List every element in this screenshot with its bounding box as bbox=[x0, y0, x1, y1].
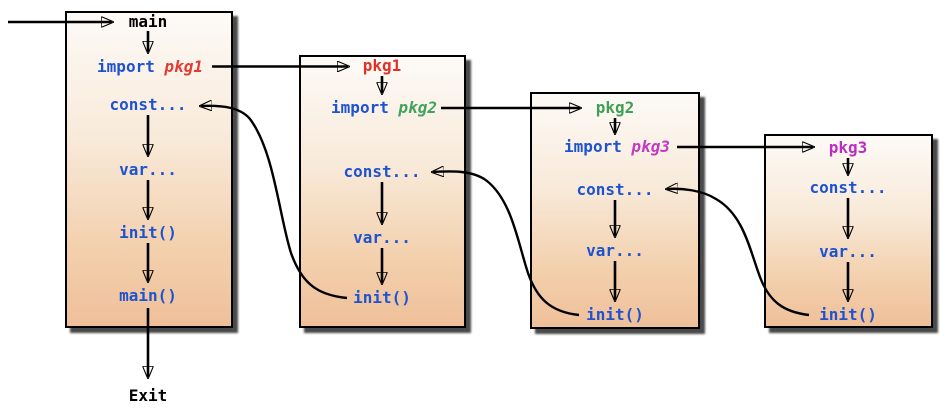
imported-pkg-name: pkg3 bbox=[631, 137, 670, 156]
init-label-pkg2: init() bbox=[586, 305, 644, 324]
package-box-pkg2 bbox=[530, 92, 700, 329]
imported-pkg-name: pkg2 bbox=[398, 98, 437, 117]
const-label-pkg3: const... bbox=[809, 178, 887, 197]
init-label-main: init() bbox=[119, 223, 177, 242]
import-statement-pkg2: import pkg3 bbox=[564, 139, 670, 155]
import-keyword: import bbox=[564, 137, 622, 156]
imported-pkg-name: pkg1 bbox=[164, 57, 203, 76]
box-title-main: main bbox=[128, 12, 168, 31]
const-label-pkg2: const... bbox=[576, 180, 654, 199]
var-label-pkg2: var... bbox=[586, 241, 644, 260]
box-title-pkg2: pkg2 bbox=[595, 98, 635, 117]
package-box-pkg3 bbox=[764, 134, 933, 328]
const-label-main: const... bbox=[109, 95, 187, 114]
init-label-pkg3: init() bbox=[819, 305, 877, 324]
init-label-pkg1: init() bbox=[353, 288, 411, 307]
import-keyword: import bbox=[331, 98, 389, 117]
import-statement-pkg1: import pkg2 bbox=[331, 100, 437, 116]
box-title-pkg1: pkg1 bbox=[362, 56, 402, 75]
import-statement-main: import pkg1 bbox=[97, 59, 203, 75]
import-keyword: import bbox=[97, 57, 155, 76]
var-label-pkg3: var... bbox=[819, 242, 877, 261]
var-label-pkg1: var... bbox=[353, 228, 411, 247]
box-title-pkg3: pkg3 bbox=[828, 138, 868, 157]
var-label-main: var... bbox=[119, 160, 177, 179]
const-label-pkg1: const... bbox=[343, 162, 421, 181]
mainfn-label-main: main() bbox=[119, 286, 177, 305]
exit-label: Exit bbox=[128, 386, 168, 405]
